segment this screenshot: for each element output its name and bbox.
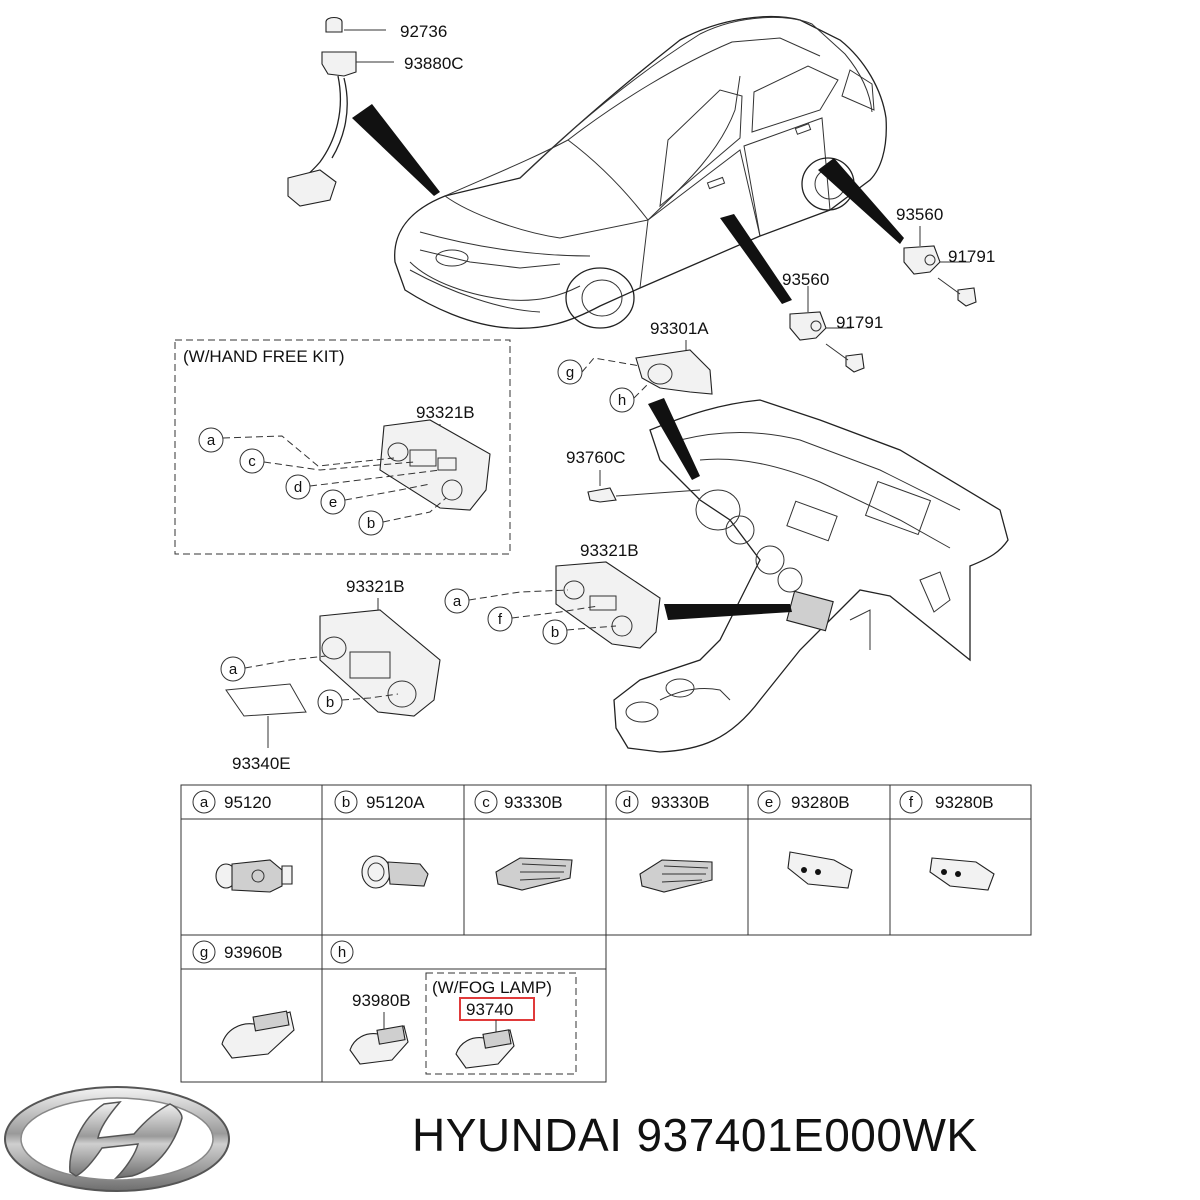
label-91791-b: 91791 — [836, 313, 883, 332]
legend-letter-a: a — [200, 794, 209, 811]
legend-cell-b: b 95120A — [334, 790, 429, 889]
legend-part-e: 93280B — [791, 793, 850, 812]
hyundai-logo — [4, 1086, 230, 1192]
legend-part-f: 93280B — [935, 793, 994, 812]
part-number: 937401E000WK — [636, 1109, 978, 1161]
mid-letter-f: f — [498, 611, 503, 628]
legend-part-a: 95120 — [224, 793, 271, 812]
legend-part-c: 93330B — [504, 793, 563, 812]
legend-letter-f: f — [909, 794, 914, 811]
label-93301A: 93301A — [650, 319, 709, 338]
kit-letter-d: d — [294, 479, 302, 496]
fog-lamp-title: (W/FOG LAMP) — [432, 978, 552, 997]
legend-cell-g: g 93960B — [192, 940, 295, 1059]
legend-cell-h: h 93980B (W/FOG LAMP) 93740 — [330, 940, 577, 1075]
label-93560-a: 93560 — [896, 205, 943, 224]
hand-free-kit-section: (W/HAND FREE KIT) 93321B a c d e b — [174, 339, 511, 555]
legend-part-93740[interactable]: 93740 — [466, 1000, 513, 1019]
legend-letter-h: h — [338, 944, 346, 961]
fog-lamp-box — [425, 972, 577, 1075]
hood-switch-parts: 92736 93880C — [287, 16, 464, 207]
mid-letter-a: a — [453, 593, 462, 610]
door-switch-parts: 93560 91791 93560 91791 — [720, 158, 995, 373]
label-93880C: 93880C — [404, 54, 464, 73]
kit-letter-a: a — [207, 432, 216, 449]
kit-letter-c: c — [248, 453, 256, 470]
mid-letter-b: b — [551, 624, 559, 641]
legend-part-g: 93960B — [224, 943, 283, 962]
legend-part-b: 95120A — [366, 793, 425, 812]
brand-name: HYUNDAI — [412, 1109, 623, 1161]
dashboard-illustration — [613, 398, 1009, 753]
legend-letter-g: g — [200, 944, 208, 961]
highlight-box — [459, 997, 535, 1021]
kit-letter-b: b — [367, 515, 375, 532]
label-93340E: 93340E — [232, 754, 291, 773]
legend-cell-a: a 95120 — [192, 790, 293, 893]
label-93321B-mid: 93321B — [580, 541, 639, 560]
label-92736: 92736 — [400, 22, 447, 41]
low-letter-b: b — [326, 694, 334, 711]
car-illustration — [394, 16, 887, 329]
legend-letter-d: d — [623, 794, 631, 811]
label-93560-b: 93560 — [782, 270, 829, 289]
letter-h: h — [618, 392, 626, 409]
hand-free-kit-title: (W/HAND FREE KIT) — [183, 347, 345, 366]
legend-part-d: 93330B — [651, 793, 710, 812]
label-93321B-low: 93321B — [346, 577, 405, 596]
legend-letter-c: c — [482, 794, 490, 811]
legend-letter-e: e — [765, 794, 773, 811]
label-93321B-kit: 93321B — [416, 403, 475, 422]
console-panel-mid: 93321B a f b — [444, 541, 661, 649]
label-91791-a: 91791 — [948, 247, 995, 266]
legend-part-93980B: 93980B — [352, 991, 411, 1010]
circle-h — [609, 387, 635, 413]
console-panel-low: 93321B a b 93340E — [220, 577, 441, 773]
legend-cell-d: d 93330B — [615, 790, 713, 893]
legend-cell-c: c 93330B — [474, 790, 573, 891]
switch-panel-93301A: 93301A g h — [557, 319, 713, 413]
kit-letter-e: e — [329, 494, 337, 511]
legend-table: a 95120 b 95120A c 93330B d 93330B — [180, 784, 1032, 1083]
sensor-93760C: 93760C — [566, 448, 701, 503]
letter-g: g — [566, 364, 574, 381]
legend-cell-f: f 93280B — [899, 790, 995, 891]
legend-letter-b: b — [342, 794, 350, 811]
label-93760C: 93760C — [566, 448, 626, 467]
legend-cell-e: e 93280B — [757, 790, 853, 889]
low-letter-a: a — [229, 661, 238, 678]
